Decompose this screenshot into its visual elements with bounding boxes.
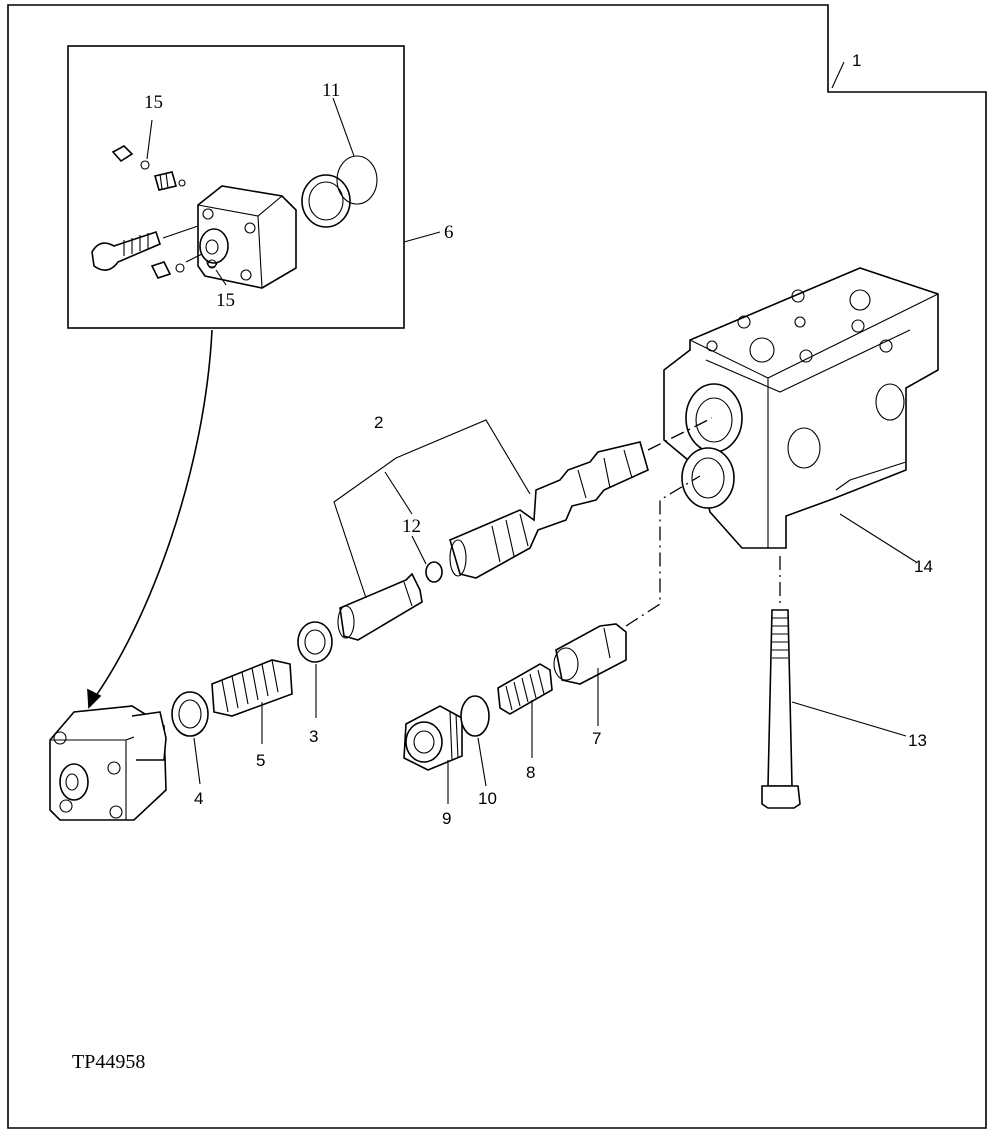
figure-reference-code: TP44958 xyxy=(72,1051,145,1073)
callout-10: 10 xyxy=(478,789,497,808)
callout-15-bottom: 15 xyxy=(216,290,235,311)
callout-7: 7 xyxy=(592,729,601,748)
plug-icon xyxy=(403,705,463,771)
callout-12: 12 xyxy=(402,516,421,537)
bolt-icon xyxy=(761,609,801,809)
washer-icon xyxy=(297,621,333,663)
callout-13: 13 xyxy=(908,731,927,750)
ring-icon xyxy=(171,691,209,737)
cap-assembly-icon xyxy=(91,145,378,289)
spool-icon xyxy=(449,441,649,579)
callout-15-top: 15 xyxy=(144,92,163,113)
callout-3: 3 xyxy=(309,727,318,746)
cap-assembly-main-icon xyxy=(49,705,167,821)
callout-1: 1 xyxy=(852,51,861,70)
callout-6: 6 xyxy=(444,222,454,243)
callout-11: 11 xyxy=(322,80,340,101)
o-ring-icon-10 xyxy=(460,695,490,737)
assembly-border xyxy=(7,4,987,1129)
inset-box-cap-assembly xyxy=(67,45,405,329)
spring-icon-8 xyxy=(497,663,553,715)
poppet-icon xyxy=(553,623,627,685)
callout-5: 5 xyxy=(256,751,265,770)
callout-2: 2 xyxy=(374,413,383,432)
o-ring-icon xyxy=(425,561,443,583)
callout-4: 4 xyxy=(194,789,203,808)
callout-8: 8 xyxy=(526,763,535,782)
valve-housing-icon xyxy=(663,267,939,549)
callout-14: 14 xyxy=(914,557,933,576)
callout-9: 9 xyxy=(442,809,451,828)
spring-icon xyxy=(211,659,293,717)
